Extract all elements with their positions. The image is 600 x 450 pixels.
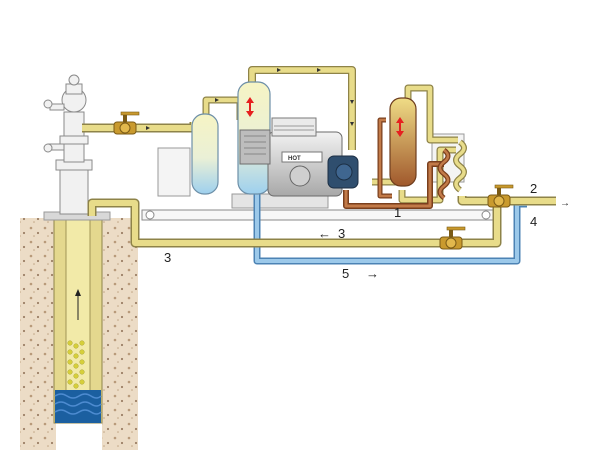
valve-outlet[interactable] xyxy=(487,184,514,208)
soil-right xyxy=(102,218,138,450)
arrow-line-5: → xyxy=(366,266,379,281)
line-labels: 1 2 → ← 3 3 4 5 → xyxy=(164,181,570,281)
label-line-2: 2 xyxy=(530,181,537,196)
engine-plate-text: HOT xyxy=(288,156,301,162)
well-water-waves xyxy=(54,393,102,415)
arrow-out-2: → xyxy=(560,198,570,209)
label-line-3-left: 3 xyxy=(164,250,171,265)
wellhead-icon xyxy=(43,74,93,215)
heater-vessel-icon xyxy=(389,97,417,187)
cooler-coil-icon xyxy=(437,139,467,200)
gas-bubbles xyxy=(67,340,85,389)
well-water xyxy=(55,390,101,423)
separator-vessel-icon xyxy=(191,113,219,195)
valve-return[interactable] xyxy=(439,226,466,250)
vessel-flow-arrows xyxy=(246,97,404,137)
well-flow-arrowhead xyxy=(75,289,81,296)
compressor-engine-icon: HOT xyxy=(239,117,359,197)
panel-left xyxy=(157,147,191,197)
arrow-line-3: ← xyxy=(318,226,331,241)
skid-rail xyxy=(141,209,495,221)
well-section xyxy=(20,211,138,450)
pipe-flow-arrows xyxy=(146,68,354,130)
label-line-5: 5 xyxy=(342,266,349,281)
soil-left xyxy=(20,218,56,450)
label-line-4: 4 xyxy=(530,214,537,229)
ball-valve-icon xyxy=(113,111,514,250)
label-line-1: 1 xyxy=(394,205,401,220)
label-line-3-center: 3 xyxy=(338,226,345,241)
valve-inlet[interactable] xyxy=(113,111,140,135)
heat-line-1 xyxy=(343,117,444,209)
